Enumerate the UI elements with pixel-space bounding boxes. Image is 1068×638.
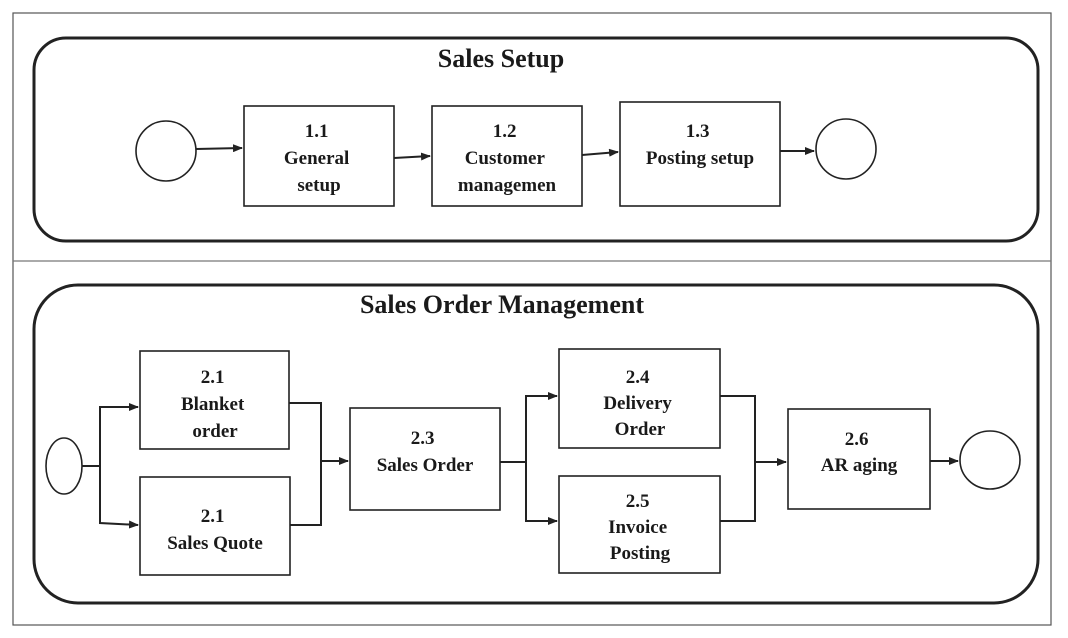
flow-split-to-delivery-order: [525, 392, 558, 462]
task-2-1-blanket-line-1: 2.1: [201, 367, 225, 388]
flow-split-to-sales-quote: [99, 466, 139, 529]
task-2-5-line-2: Invoice: [608, 517, 667, 538]
flow-sales-quote-merge: [290, 461, 322, 526]
sales-order-management-panel: Sales Order Management 2.1 Blanket order…: [32, 283, 1040, 605]
sales-setup-start-event: [135, 120, 197, 182]
task-box-2-6-ar-aging: 2.6 AR aging: [787, 408, 931, 510]
task-2-1-blanket-line-2: Blanket: [181, 394, 245, 415]
flow-blanket-order-merge: [289, 402, 322, 461]
svg-text:1.3 Posting setup: 1.3 Posting setup: [646, 121, 754, 169]
svg-text:1.1 General se: 1.1 General setup: [284, 121, 354, 196]
task-1-1-line-2: General: [284, 148, 349, 169]
task-1-3-line-2: Posting setup: [646, 148, 754, 169]
task-2-3-line-1: 2.3: [411, 428, 435, 449]
task-2-4-line-3: Order: [615, 419, 666, 440]
svg-text:2.3 Sales Order: 2.3 Sales Order: [377, 428, 474, 476]
svg-text:2.1 Sales Quote: 2.1 Sales Quote: [167, 506, 263, 554]
task-1-2-line-1: 1.2: [493, 121, 517, 142]
flow-split-to-blanket-order: [99, 403, 139, 466]
task-box-1-3: 1.3 Posting setup: [619, 101, 781, 207]
task-box-2-5-invoice-posting: 2.5 Invoice Posting: [558, 475, 721, 574]
task-2-1-blanket-line-3: order: [192, 421, 238, 442]
sales-setup-title: Sales Setup: [438, 44, 564, 73]
task-2-1-quote-line-2: Sales Quote: [167, 533, 263, 554]
flow-delivery-order-merge: [720, 395, 756, 462]
task-box-2-4-delivery-order: 2.4 Delivery Order: [558, 348, 721, 449]
task-1-1-line-3: setup: [297, 175, 340, 196]
task-box-1-2: 1.2 Customer managemen: [431, 105, 583, 207]
task-2-4-line-1: 2.4: [626, 367, 650, 388]
task-2-1-quote-line-1: 2.1: [201, 506, 225, 527]
task-box-2-1-sales-quote: 2.1 Sales Quote: [139, 476, 291, 576]
sales-setup-end-event: [815, 118, 877, 180]
sales-order-start-event: [45, 437, 83, 495]
svg-text:2.1 Blanket or: 2.1 Blanket order: [181, 367, 249, 442]
task-1-2-line-2: Customer: [465, 148, 546, 169]
svg-text:2.4 Delivery O: 2.4 Delivery Order: [603, 367, 676, 440]
sales-order-end-event: [959, 430, 1021, 490]
flow-start-to-1-1: [195, 144, 243, 153]
flow-invoice-posting-merge: [720, 462, 756, 522]
task-box-2-3-sales-order: 2.3 Sales Order: [349, 407, 501, 511]
task-1-3-line-1: 1.3: [686, 121, 710, 142]
svg-text:2.6 AR aging: 2.6 AR aging: [821, 429, 898, 476]
flow-1-1-to-1-2: [393, 152, 431, 161]
flow-1-2-to-1-3: [581, 148, 619, 157]
task-2-5-line-3: Posting: [610, 543, 671, 564]
task-box-1-1: 1.1 General setup: [243, 105, 395, 207]
sales-setup-panel: Sales Setup 1.1 General setup 1.2 Custom…: [32, 36, 1040, 243]
outer-frame: [12, 12, 1052, 626]
task-1-1-line-1: 1.1: [305, 121, 329, 142]
sales-order-management-title: Sales Order Management: [360, 290, 644, 319]
svg-text:1.2 Customer m: 1.2 Customer managemen: [458, 121, 557, 196]
svg-text:2.5 Invoice Po: 2.5 Invoice Posting: [608, 491, 672, 564]
task-2-4-line-2: Delivery: [603, 393, 672, 414]
task-2-6-line-1: 2.6: [845, 429, 869, 450]
task-box-2-1-blanket-order: 2.1 Blanket order: [139, 350, 290, 450]
task-2-6-line-2: AR aging: [821, 455, 898, 476]
task-2-3-line-2: Sales Order: [377, 455, 474, 476]
flow-split-to-invoice-posting: [525, 462, 558, 525]
task-1-2-line-3: managemen: [458, 175, 557, 196]
task-2-5-line-1: 2.5: [626, 491, 650, 512]
